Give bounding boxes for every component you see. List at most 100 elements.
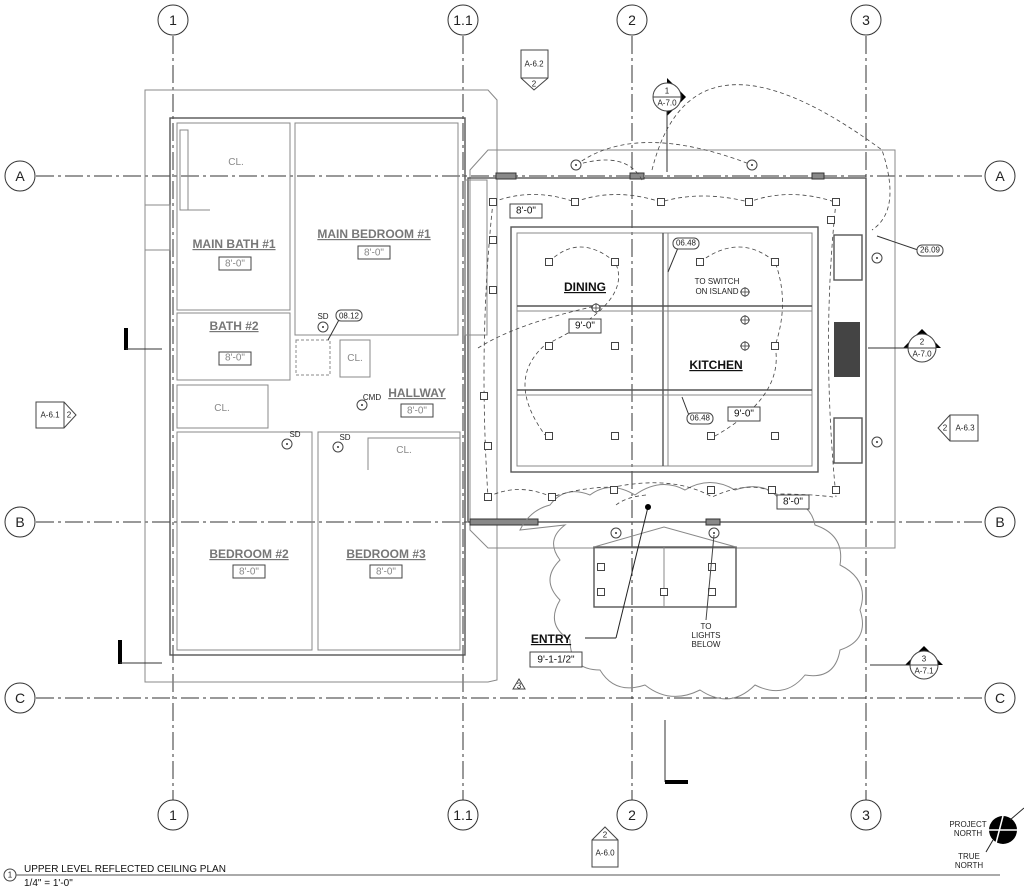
svg-text:BELOW: BELOW	[692, 640, 721, 649]
svg-text:A-6.0: A-6.0	[595, 849, 615, 858]
svg-text:9'-0": 9'-0"	[734, 409, 754, 420]
svg-text:8'-0": 8'-0"	[225, 259, 245, 270]
svg-text:C: C	[15, 690, 25, 706]
svg-text:SD: SD	[339, 433, 350, 442]
svg-text:A-6.1: A-6.1	[40, 411, 60, 420]
recessed-light-icon	[768, 486, 776, 494]
recessed-light-icon	[745, 198, 753, 206]
room-name-bedroom-2: BEDROOM #2	[209, 547, 289, 561]
svg-text:A-7.0: A-7.0	[912, 350, 932, 359]
svg-text:TO: TO	[701, 622, 712, 631]
svg-text:TRUE: TRUE	[958, 852, 980, 861]
grid-bubble-C-left: C	[4, 682, 36, 714]
north-arrow: PROJECT NORTH TRUE NORTH	[949, 807, 1024, 870]
svg-text:CL.: CL.	[214, 403, 230, 414]
svg-text:A-6.3: A-6.3	[955, 424, 975, 433]
room-name-bath-2: BATH #2	[209, 319, 258, 333]
recessed-light-icon	[571, 198, 579, 206]
recessed-light-icon	[610, 486, 618, 494]
recessed-light-icon	[484, 493, 492, 501]
svg-text:1: 1	[169, 807, 177, 823]
recessed-light-icon	[489, 286, 497, 294]
svg-text:1.1: 1.1	[453, 12, 473, 28]
recessed-light-icon	[480, 392, 488, 400]
recessed-light-icon	[611, 342, 619, 350]
recessed-light-icon	[489, 236, 497, 244]
svg-text:8'-0": 8'-0"	[364, 248, 384, 259]
elevation-marker-right: 2 A-6.3	[937, 414, 979, 442]
svg-text:1: 1	[8, 871, 13, 880]
grid-bubble-C-right: C	[984, 682, 1016, 714]
recessed-light-icon	[611, 258, 619, 266]
svg-text:2: 2	[67, 411, 72, 420]
svg-text:SD: SD	[289, 430, 300, 439]
svg-text:1: 1	[665, 87, 670, 96]
svg-text:8'-0": 8'-0"	[376, 567, 396, 578]
grid-bubble-3-bottom: 3	[850, 799, 882, 831]
svg-text:TO SWITCH: TO SWITCH	[695, 277, 740, 286]
recessed-light-icon	[545, 342, 553, 350]
recessed-light-icon	[611, 432, 619, 440]
svg-text:CL.: CL.	[396, 445, 412, 456]
closet-label: CL.	[228, 157, 244, 168]
svg-text:3: 3	[862, 807, 870, 823]
grid-bubble-B-right: B	[984, 506, 1016, 538]
svg-text:8'-0": 8'-0"	[516, 206, 536, 217]
svg-text:8'-0": 8'-0"	[225, 353, 245, 364]
grid-bubble-A-right: A	[984, 160, 1016, 192]
recessed-light-icon	[708, 563, 716, 571]
drawing-title: 1 UPPER LEVEL REFLECTED CEILING PLAN 1/4…	[3, 864, 1000, 889]
section-marker-lower: 3A-7.1	[870, 646, 943, 680]
svg-text:NORTH: NORTH	[955, 861, 984, 870]
recessed-light-icon	[827, 216, 835, 224]
light-fixtures	[281, 159, 883, 596]
recessed-light-icon	[832, 486, 840, 494]
grid-bubble-1-top: 1	[157, 4, 189, 36]
svg-text:SD: SD	[317, 312, 328, 321]
recessed-light-icon	[545, 432, 553, 440]
svg-text:2: 2	[943, 424, 948, 433]
room-name-bedroom-3: BEDROOM #3	[346, 547, 426, 561]
svg-text:2: 2	[603, 831, 608, 840]
grid-bubble-3-top: 3	[850, 4, 882, 36]
grid-bubble-A-left: A	[4, 160, 36, 192]
recessed-light-icon	[657, 198, 665, 206]
svg-text:A-7.0: A-7.0	[657, 99, 677, 108]
svg-text:26.09: 26.09	[920, 246, 941, 255]
svg-text:1: 1	[169, 12, 177, 28]
recessed-light-icon	[660, 588, 668, 596]
room-name-hallway: HALLWAY	[388, 386, 446, 400]
recessed-light-icon	[696, 258, 704, 266]
svg-text:A-7.1: A-7.1	[914, 667, 934, 676]
grid-bubble-2-top: 2	[616, 4, 648, 36]
svg-text:PROJECT: PROJECT	[949, 820, 986, 829]
grid-bubble-1-bottom: 1	[157, 799, 189, 831]
recessed-light-icon	[771, 342, 779, 350]
elevation-marker-left: A-6.1 2	[35, 401, 77, 429]
svg-text:2: 2	[628, 807, 636, 823]
svg-text:A: A	[15, 168, 25, 184]
svg-text:3: 3	[517, 682, 522, 691]
svg-text:B: B	[995, 514, 1004, 530]
svg-text:8'-0": 8'-0"	[407, 406, 427, 417]
svg-text:8'-0": 8'-0"	[239, 567, 259, 578]
svg-text:A-6.2: A-6.2	[524, 60, 544, 69]
svg-text:1.1: 1.1	[453, 807, 473, 823]
svg-text:ON ISLAND: ON ISLAND	[695, 287, 738, 296]
svg-text:9'-0": 9'-0"	[575, 321, 595, 332]
svg-text:UPPER LEVEL REFLECTED CEILING: UPPER LEVEL REFLECTED CEILING PLAN	[24, 864, 226, 875]
elevation-marker-bottom: 2A-6.0	[591, 826, 619, 868]
recessed-light-icon	[597, 563, 605, 571]
svg-text:2: 2	[532, 80, 537, 89]
notes: TO SWITCH ON ISLAND TO LIGHTS BELOW SD S…	[289, 277, 739, 649]
revision-cloud	[519, 482, 863, 700]
svg-text:3: 3	[862, 12, 870, 28]
svg-text:8'-0": 8'-0"	[783, 497, 803, 508]
svg-text:3: 3	[922, 655, 927, 664]
svg-text:CL.: CL.	[347, 353, 363, 364]
svg-text:06.48: 06.48	[690, 414, 711, 423]
room-name-entry: ENTRY	[531, 632, 571, 646]
svg-text:1/4" = 1'-0": 1/4" = 1'-0"	[24, 878, 73, 889]
svg-text:C: C	[995, 690, 1005, 706]
recessed-light-icon	[484, 442, 492, 450]
